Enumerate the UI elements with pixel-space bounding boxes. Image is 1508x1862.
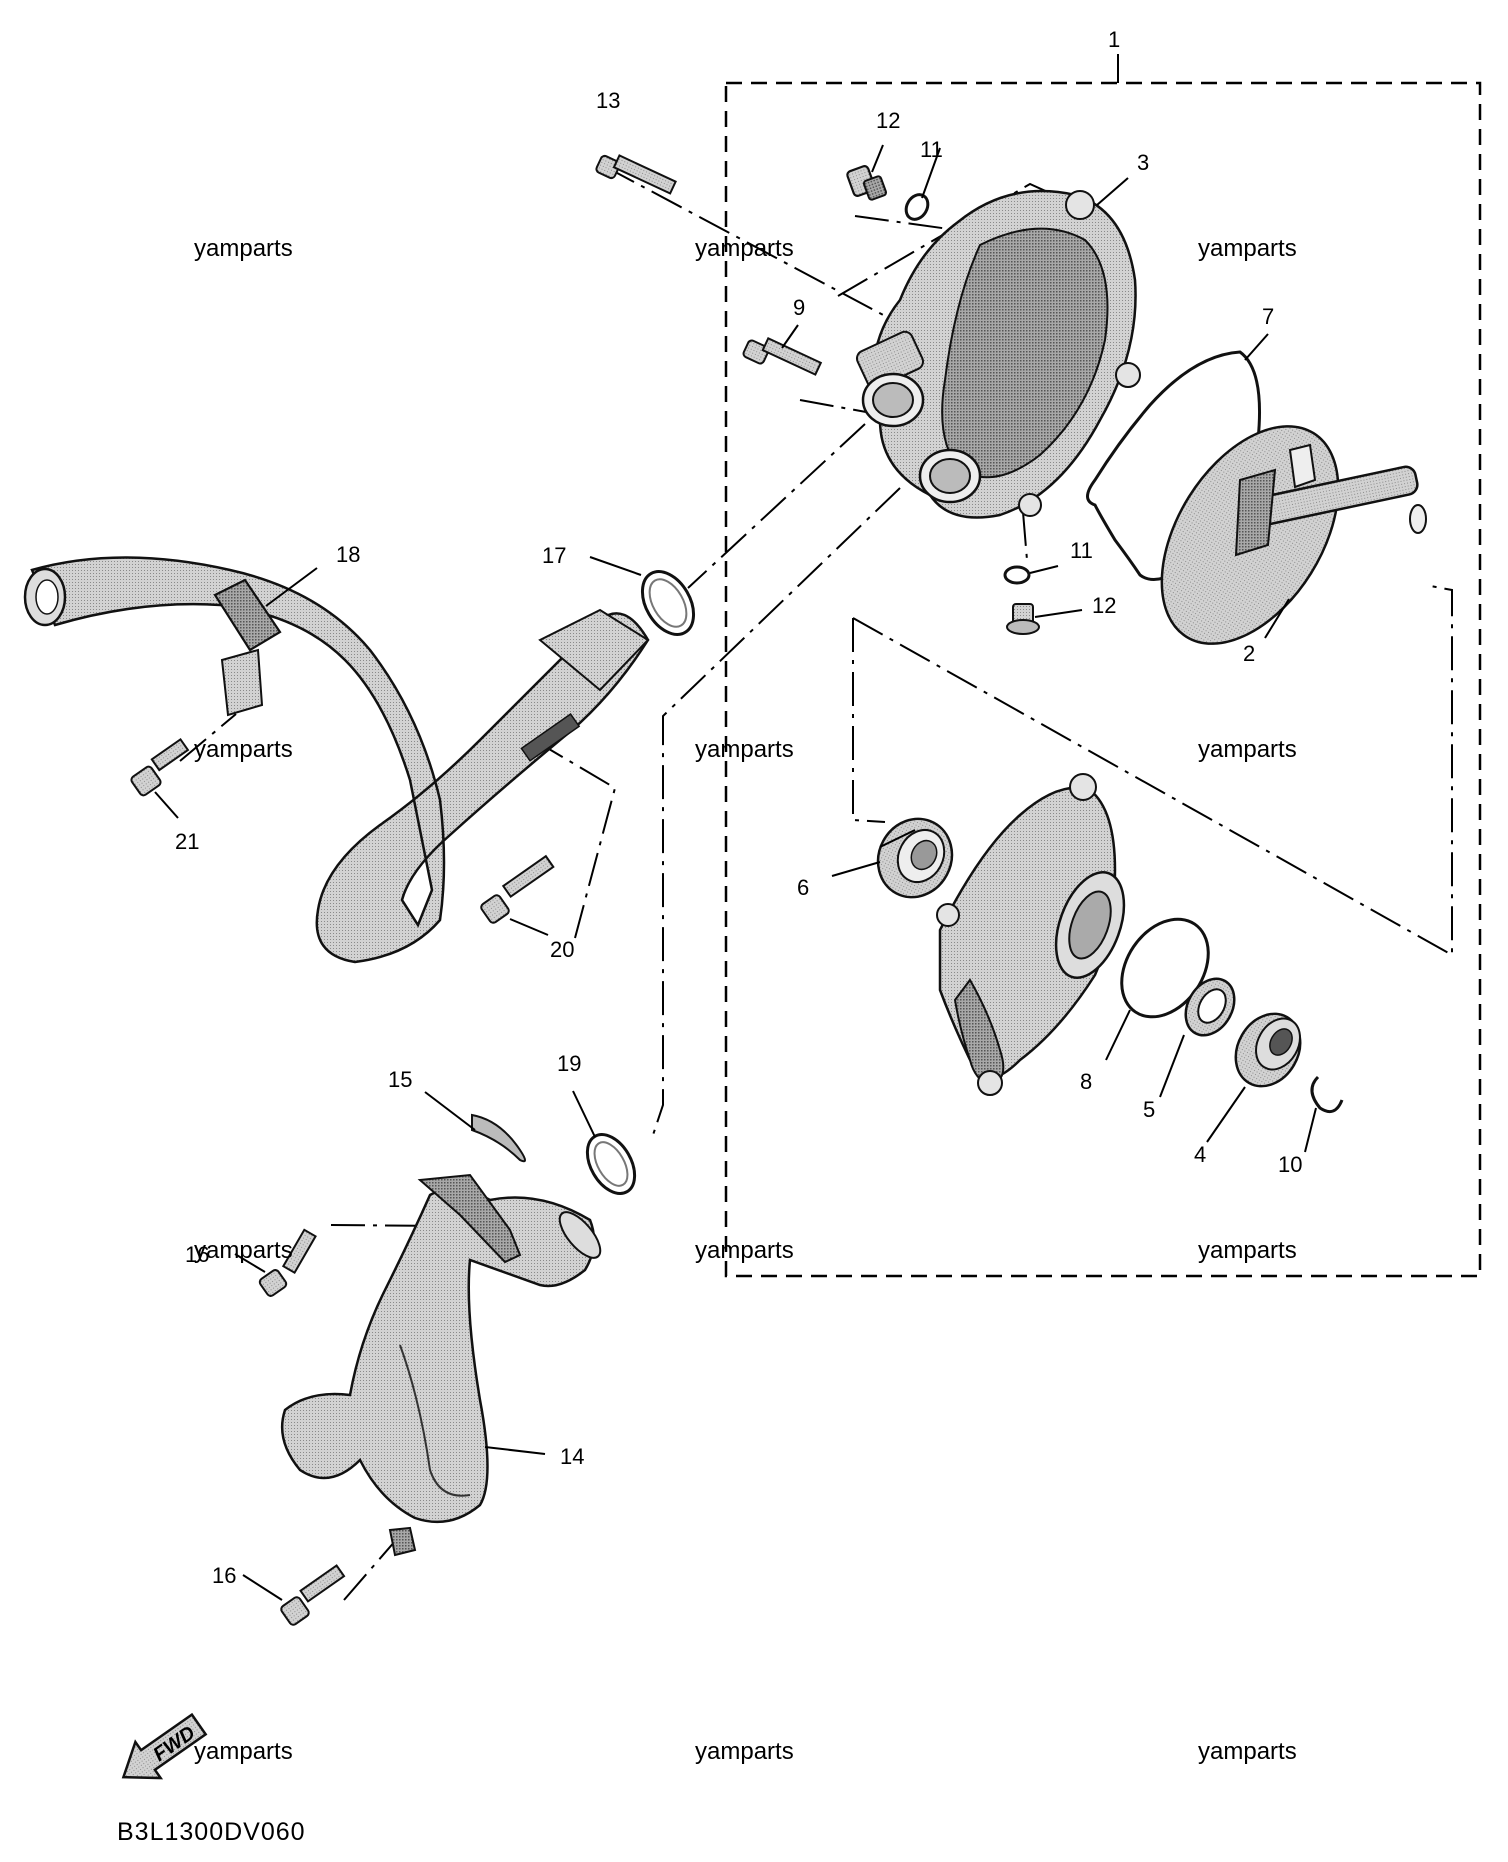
callout-4: 4 bbox=[1194, 1142, 1206, 1167]
watermark: yamparts bbox=[695, 736, 794, 763]
seal-ring bbox=[1184, 977, 1236, 1037]
callout-17: 17 bbox=[542, 543, 566, 568]
callout-3: 3 bbox=[1137, 150, 1149, 175]
watermarks: yamparts yamparts yamparts yamparts yamp… bbox=[194, 235, 1297, 1765]
o-ring-17 bbox=[640, 570, 696, 636]
callout-18: 18 bbox=[336, 542, 360, 567]
o-ring-17-inner bbox=[648, 578, 688, 628]
upper-bolt-12 bbox=[846, 165, 888, 201]
bolt-21 bbox=[130, 737, 190, 797]
callout-2: 2 bbox=[1243, 641, 1255, 666]
callout-1: 1 bbox=[1108, 27, 1120, 52]
o-ring-19 bbox=[585, 1133, 637, 1195]
watermark: yamparts bbox=[1198, 736, 1297, 763]
callout-21: 21 bbox=[175, 829, 199, 854]
pump-body bbox=[936, 773, 1126, 1096]
callout-11-lower: 11 bbox=[1070, 538, 1093, 563]
watermark: yamparts bbox=[1198, 1237, 1297, 1264]
watermark: yamparts bbox=[695, 1237, 794, 1264]
callout-12-upper: 12 bbox=[876, 108, 900, 133]
watermark: yamparts bbox=[1198, 1738, 1297, 1765]
watermark: yamparts bbox=[695, 235, 794, 262]
lower-washer-11 bbox=[1003, 565, 1031, 585]
bolt-16-lower bbox=[280, 1564, 346, 1626]
lower-bolt-12 bbox=[1006, 603, 1040, 635]
watermark: yamparts bbox=[194, 235, 293, 262]
callout-16-upper: 16 bbox=[185, 1242, 209, 1267]
hose-clamp bbox=[213, 578, 282, 717]
watermark: yamparts bbox=[194, 736, 293, 763]
pump-housing-cover bbox=[855, 189, 1141, 519]
callout-19: 19 bbox=[557, 1051, 581, 1076]
upper-hose bbox=[23, 556, 650, 964]
watermark: yamparts bbox=[695, 1738, 794, 1765]
callout-13: 13 bbox=[596, 88, 620, 113]
watermark: yamparts bbox=[194, 1237, 293, 1264]
pipe-slot bbox=[520, 713, 581, 762]
callout-9: 9 bbox=[793, 295, 805, 320]
bolt-9 bbox=[742, 336, 823, 376]
circlip bbox=[1310, 1075, 1344, 1114]
clip-15 bbox=[471, 1113, 526, 1163]
callout-6: 6 bbox=[797, 875, 809, 900]
callout-16-lower: 16 bbox=[212, 1563, 236, 1588]
bolt-20 bbox=[480, 854, 555, 924]
callout-10: 10 bbox=[1278, 1152, 1302, 1177]
callout-8: 8 bbox=[1080, 1069, 1092, 1094]
callout-11-upper: 11 bbox=[920, 137, 943, 162]
bolt-16-upper bbox=[258, 1228, 317, 1297]
callout-5: 5 bbox=[1143, 1097, 1155, 1122]
impeller-shaft bbox=[1160, 425, 1427, 645]
diagram-code: B3L1300DV060 bbox=[117, 1818, 306, 1846]
callout-12-lower: 12 bbox=[1092, 593, 1116, 618]
callouts: 1 3 7 9 11 12 13 11 12 2 6 8 5 4 10 17 1… bbox=[175, 27, 1302, 1588]
lower-hose bbox=[280, 1173, 602, 1557]
bearing bbox=[1234, 1012, 1302, 1088]
upper-washer-11 bbox=[904, 193, 930, 221]
assembly-box bbox=[724, 81, 1482, 1278]
callout-20: 20 bbox=[550, 937, 574, 962]
watermark: yamparts bbox=[1198, 235, 1297, 262]
callout-15: 15 bbox=[388, 1067, 412, 1092]
callout-leaders bbox=[154, 144, 1317, 1601]
watermark: yamparts bbox=[194, 1738, 293, 1765]
callout-14: 14 bbox=[560, 1444, 584, 1469]
o-ring-19-inner bbox=[593, 1141, 629, 1187]
callout-7: 7 bbox=[1262, 304, 1274, 329]
bolt-13 bbox=[595, 154, 677, 195]
